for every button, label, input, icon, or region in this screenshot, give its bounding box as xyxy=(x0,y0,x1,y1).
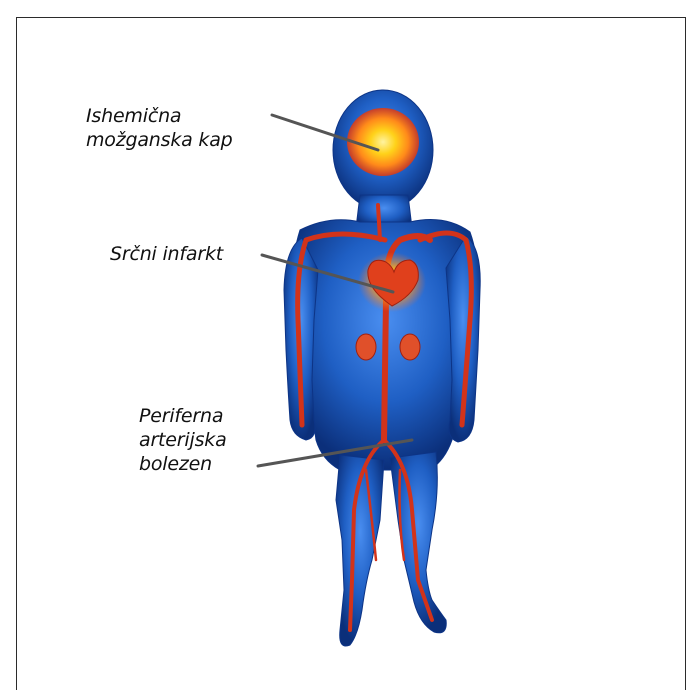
left-kidney xyxy=(356,334,376,360)
stroke-label-line-1: Ishemična xyxy=(86,104,233,128)
heart-attack-label-line-1: Srčni infarkt xyxy=(110,242,223,266)
heart-attack-label: Srčni infarkt xyxy=(110,242,223,266)
right-kidney xyxy=(400,334,420,360)
peripheral-label-line-1: Periferna xyxy=(139,404,227,428)
peripheral-label-line-2: arterijska xyxy=(139,428,227,452)
peripheral-label-line-3: bolezen xyxy=(139,452,227,476)
stroke-label: Ishemična možganska kap xyxy=(86,104,233,152)
stroke-label-line-2: možganska kap xyxy=(86,128,233,152)
peripheral-artery-disease-label: Periferna arterijska bolezen xyxy=(139,404,227,476)
carotid-artery xyxy=(378,205,380,240)
descending-aorta xyxy=(384,300,386,440)
right-leg xyxy=(390,452,446,633)
